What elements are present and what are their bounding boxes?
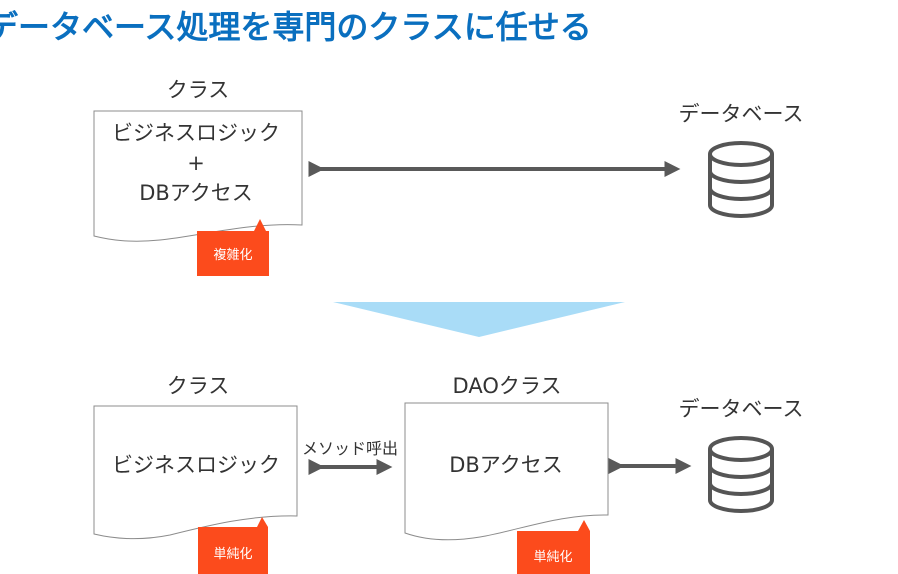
method-call-label: メソッド呼出 [302,439,399,458]
after-database-icon [708,436,774,513]
before-class-label: クラス [166,78,230,102]
before-class-document-text: ビジネスロジック + DBアクセス [112,118,280,208]
dao-class-badge-text: 単純化 [533,550,573,565]
doc-line-plus: + [187,151,205,175]
before-database-icon [708,141,774,218]
after-db-label: データベース [678,397,804,421]
after-class-badge [198,517,268,574]
after-class-document-text: ビジネスロジック [112,453,280,477]
before-complexity-badge [197,219,269,276]
after-class-label: クラス [166,374,230,398]
page-title: データベース処理を専門のクラスに任せる [0,8,592,46]
before-db-label: データベース [678,102,804,126]
dao-class-badge [517,520,590,574]
doc-line-db-access: DBアクセス [139,181,253,205]
before-badge-text: 複雑化 [213,248,253,263]
dao-class-document [404,402,609,541]
transition-arrow [333,302,625,337]
after-class-badge-text: 単純化 [213,547,253,562]
doc-line-business-logic: ビジネスロジック [112,121,280,145]
dao-class-label: DAOクラス [452,374,562,398]
after-class-document [93,405,298,540]
dao-class-document-text: DBアクセス [449,453,563,477]
before-class-document [93,110,303,242]
